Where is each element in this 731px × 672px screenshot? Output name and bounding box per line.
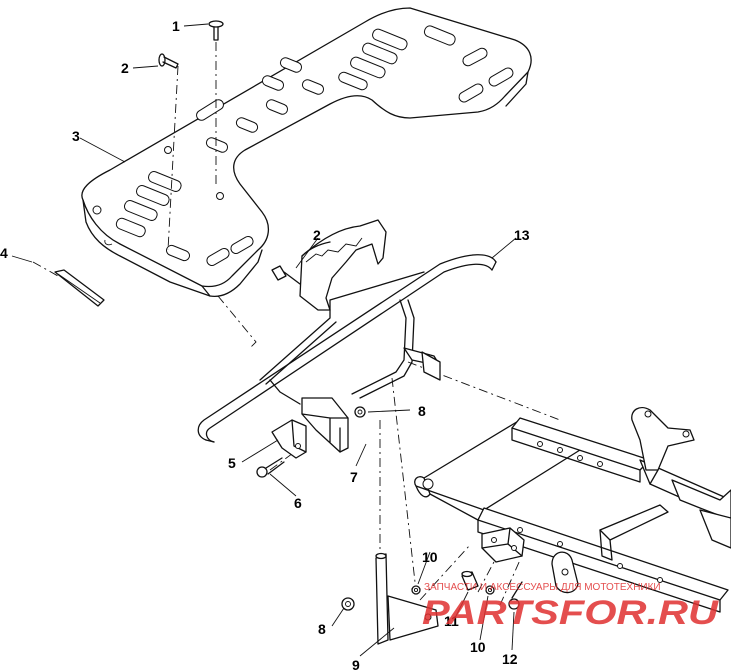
watermark-brand: PARTSFOR.RU bbox=[422, 594, 720, 632]
nut-part-8-lower bbox=[341, 597, 355, 611]
callout-2-upper: 2 bbox=[121, 60, 129, 76]
nut-part-10 bbox=[411, 585, 495, 595]
callout-1: 1 bbox=[172, 18, 180, 34]
bracket-part-7 bbox=[301, 397, 349, 453]
tail-shield-bracket bbox=[299, 219, 387, 311]
callout-8-upper: 8 bbox=[418, 403, 426, 419]
callout-7: 7 bbox=[350, 469, 358, 485]
callout-8-lower: 8 bbox=[318, 621, 326, 637]
callout-2-lower: 2 bbox=[313, 227, 321, 243]
screw-part-2-upper bbox=[158, 53, 179, 69]
screw-part-6 bbox=[256, 457, 285, 478]
nut-part-8-upper bbox=[354, 406, 366, 418]
callout-12: 12 bbox=[502, 651, 518, 667]
screw-part-1 bbox=[208, 20, 224, 41]
callout-5: 5 bbox=[228, 455, 236, 471]
spacer-part-11 bbox=[461, 570, 479, 591]
vehicle-frame bbox=[414, 406, 731, 613]
callout-9: 9 bbox=[352, 657, 360, 672]
callout-10-lower: 10 bbox=[470, 639, 486, 655]
callout-3: 3 bbox=[72, 128, 80, 144]
leader-lines bbox=[11, 23, 517, 657]
callout-4: 4 bbox=[0, 245, 8, 261]
screw-part-2-lower bbox=[271, 265, 301, 285]
hitch-bracket-part-9 bbox=[375, 552, 439, 645]
grab-bar-part-13 bbox=[197, 254, 497, 443]
callout-6: 6 bbox=[294, 495, 302, 511]
bolt-part-12 bbox=[508, 581, 523, 610]
hitch-plate-part-11 bbox=[481, 527, 525, 563]
rear-rack bbox=[81, 7, 532, 298]
reflector-plate-part-4 bbox=[54, 269, 105, 307]
watermark-subtitle: ЗАПЧАСТИ И АКСЕССУАРЫ ДЛЯ МОТОТЕХНИКИ bbox=[424, 582, 661, 593]
watermark: ЗАПЧАСТИ И АКСЕССУАРЫ ДЛЯ МОТОТЕХНИКИ PA… bbox=[422, 582, 720, 632]
callout-10-upper: 10 bbox=[422, 549, 438, 565]
bracket-part-5 bbox=[271, 419, 307, 459]
callout-13: 13 bbox=[514, 227, 530, 243]
callout-11: 11 bbox=[444, 613, 459, 629]
